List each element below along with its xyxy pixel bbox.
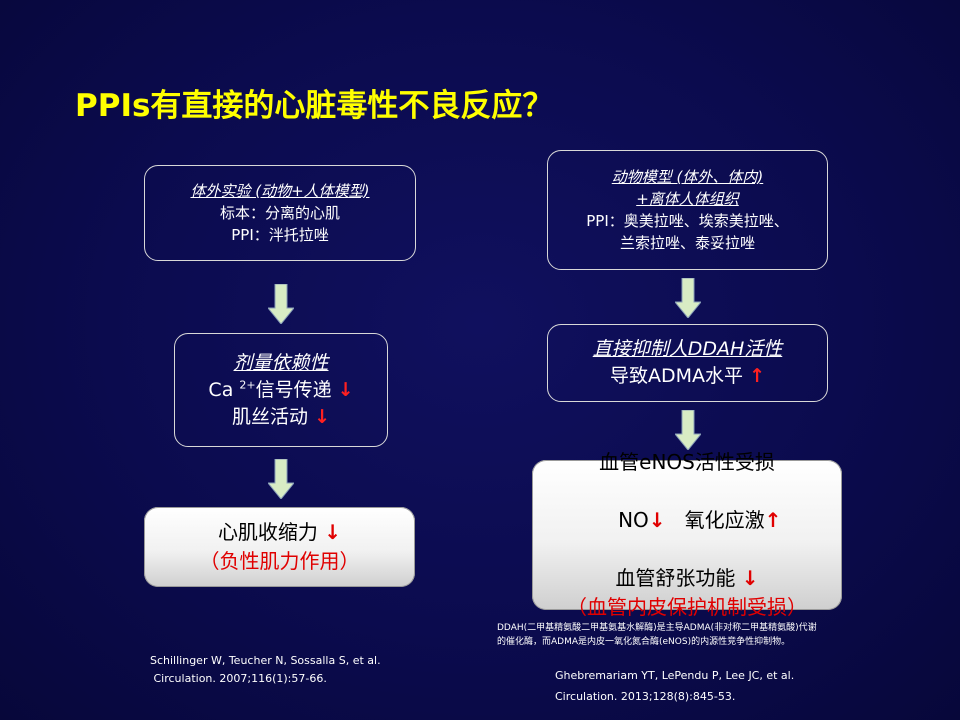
ddah-footnote: DDAH(二甲基精氨酸二甲基氨基水解酶)是主导ADMA(非对称二甲基精氨酸)代谢…	[497, 621, 817, 649]
right-ppi-line1: PPI：奥美拉唑、埃索美拉唑、	[586, 212, 789, 230]
right-result-box: 血管eNOS活性受损 NO↓ 氧化应激↑ 血管舒张功能 ↓ （血管内皮保护机制受…	[532, 450, 842, 619]
calcium-prefix: Ca	[208, 378, 240, 401]
red-down-arrow-icon: ↓	[314, 405, 330, 428]
vasodilation-text: 血管舒张功能	[615, 566, 736, 590]
right-reference: Ghebremariam YT, LePendu P, Lee JC, et a…	[555, 665, 794, 707]
right-model-heading1: 动物模型 (体外、体内)	[611, 168, 764, 186]
left-reference-line1: Schillinger W, Teucher N, Sossalla S, et…	[150, 654, 381, 667]
right-result-line4: （血管内皮保护机制受损）	[567, 595, 807, 619]
red-down-arrow-icon: ↓	[741, 566, 759, 590]
down-arrow-icon	[268, 284, 294, 324]
right-result-line2: NO↓ 氧化应激↑	[593, 477, 782, 564]
left-specimen-text: 标本：分离的心肌	[219, 204, 340, 222]
right-ddah-heading: 直接抑制人DDAH活性	[592, 338, 783, 360]
calcium-signal-text: 信号传递	[255, 378, 332, 401]
oxidative-stress-text: 氧化应激	[665, 508, 765, 532]
no-text: NO	[618, 508, 649, 532]
down-arrow-icon	[675, 278, 701, 318]
myofilament-text: 肌丝活动	[232, 405, 309, 428]
left-reference: Schillinger W, Teucher N, Sossalla S, et…	[150, 652, 381, 688]
left-result-box: 心肌收缩力 ↓ （负性肌力作用）	[144, 507, 415, 587]
down-arrow-icon	[268, 459, 294, 499]
left-result-line1: 心肌收缩力 ↓	[218, 518, 341, 547]
red-down-arrow-icon: ↓	[648, 508, 666, 532]
right-reference-line1: Ghebremariam YT, LePendu P, Lee JC, et a…	[555, 669, 795, 682]
right-model-box: 动物模型 (体外、体内) +离体人体组织 PPI：奥美拉唑、埃索美拉唑、 兰索拉…	[547, 150, 828, 270]
right-result-line1: 血管eNOS活性受损	[599, 450, 775, 474]
left-myofilament-line: 肌丝活动 ↓	[232, 404, 330, 431]
left-experiment-heading: 体外实验 (动物+人体模型)	[190, 182, 370, 200]
right-ddah-box: 直接抑制人DDAH活性 导致ADMA水平 ↑	[547, 324, 828, 402]
right-reference-line2: Circulation. 2013;128(8):845-53.	[555, 690, 736, 703]
ddah-footnote-line2: 的催化酶，而ADMA是内皮一氧化氮合酶(eNOS)的内源性竞争性抑制物。	[497, 637, 791, 647]
left-ppi-text: PPI：泮托拉唑	[231, 226, 329, 244]
red-up-arrow-icon: ↑	[749, 365, 765, 387]
right-result-line3: 血管舒张功能 ↓	[615, 564, 758, 593]
slide-title: PPIs有直接的心脏毒性不良反应？	[75, 88, 554, 124]
left-dose-box: 剂量依赖性 Ca 2+信号传递 ↓ 肌丝活动 ↓	[174, 333, 388, 447]
contractility-text: 心肌收缩力	[217, 520, 318, 544]
left-reference-line2: Circulation. 2007;116(1):57-66.	[150, 672, 327, 685]
adma-text: 导致ADMA水平	[610, 365, 744, 387]
left-result-line2: （负性肌力作用）	[199, 549, 360, 573]
right-adma-line: 导致ADMA水平 ↑	[610, 363, 765, 390]
red-down-arrow-icon: ↓	[324, 520, 342, 544]
left-experiment-box: 体外实验 (动物+人体模型) 标本：分离的心肌 PPI：泮托拉唑	[144, 165, 416, 261]
ddah-footnote-line1: DDAH(二甲基精氨酸二甲基氨基水解酶)是主导ADMA(非对称二甲基精氨酸)代谢	[497, 623, 817, 633]
red-down-arrow-icon: ↓	[337, 378, 354, 401]
left-calcium-line: Ca 2+信号传递 ↓	[208, 377, 353, 404]
down-arrow-icon	[675, 410, 701, 450]
right-model-heading2: +离体人体组织	[636, 190, 739, 208]
right-ppi-line2: 兰索拉唑、泰妥拉唑	[619, 234, 755, 252]
left-dose-heading: 剂量依赖性	[233, 351, 329, 374]
red-up-arrow-icon: ↑	[764, 508, 782, 532]
calcium-superscript: 2+	[239, 378, 256, 392]
